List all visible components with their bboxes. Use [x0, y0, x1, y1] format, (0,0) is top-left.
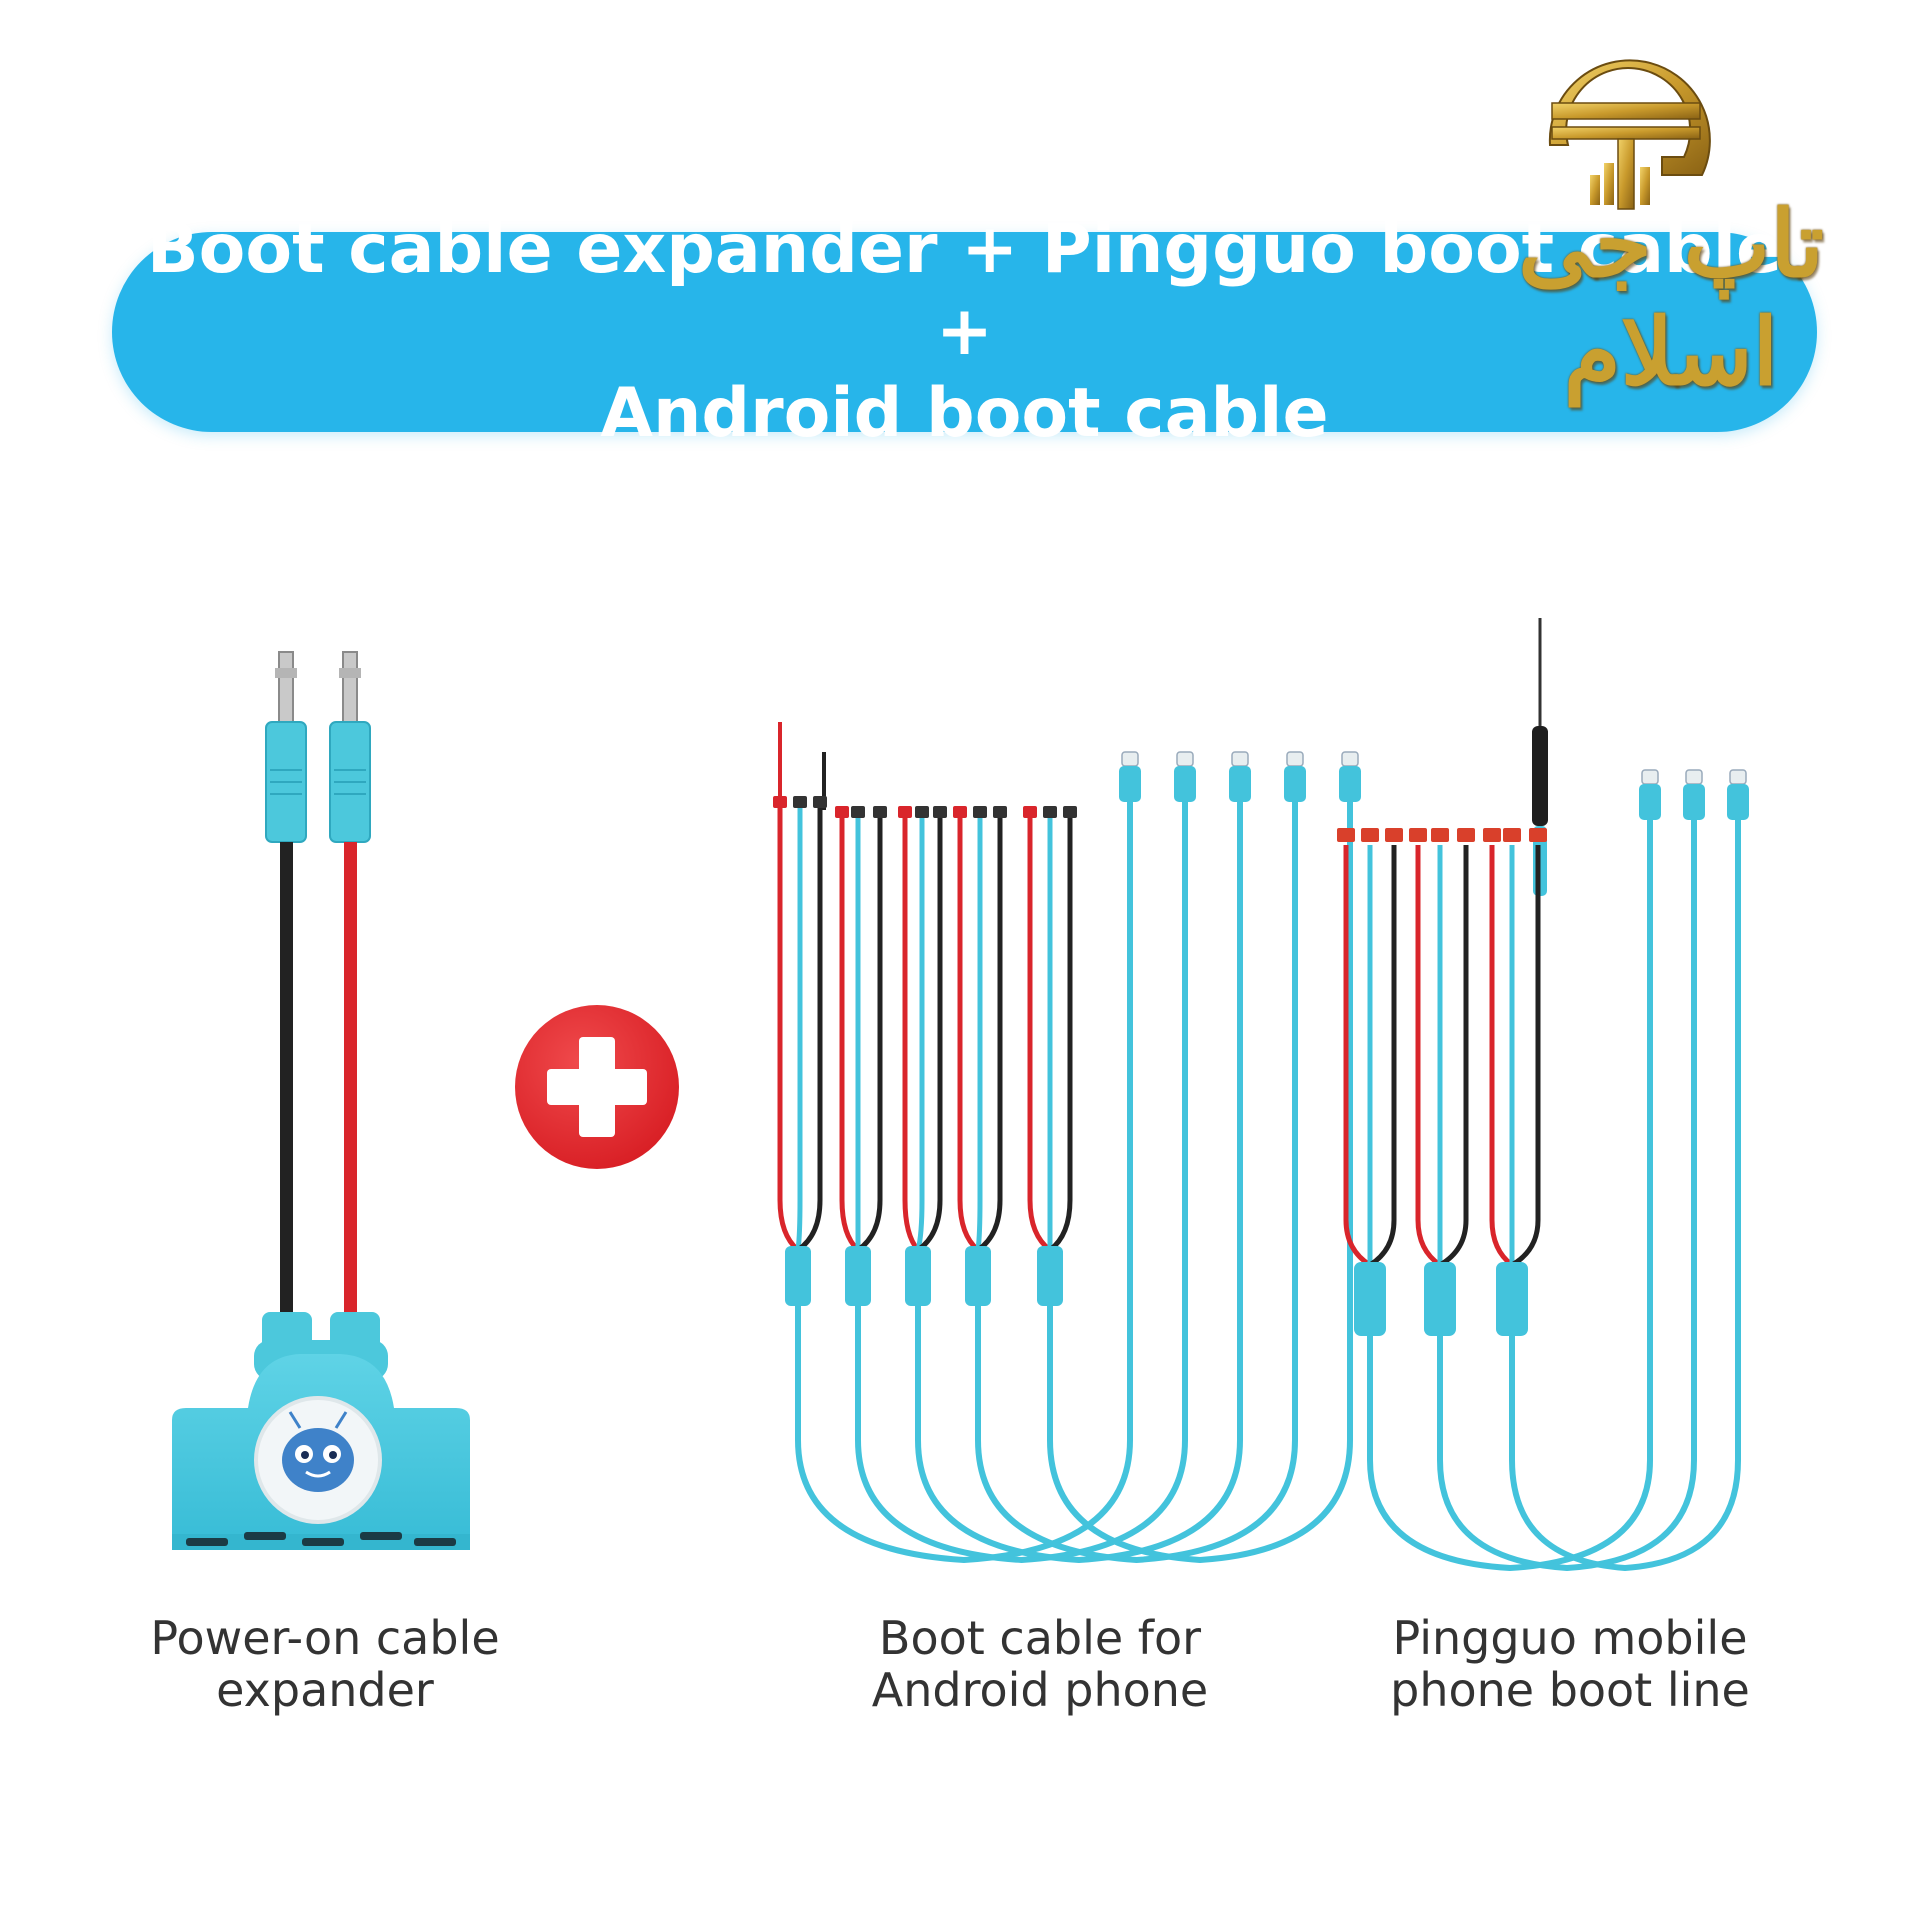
wire-clip — [813, 796, 827, 808]
usb-c-plug — [1174, 766, 1196, 802]
wire-clip — [953, 806, 967, 818]
usb-c-tip — [1231, 751, 1249, 767]
wire-clip — [898, 806, 912, 818]
wire-clip — [933, 806, 947, 818]
banana-plug-right — [329, 651, 371, 843]
main-cable — [975, 800, 1298, 1564]
main-cable — [795, 800, 1133, 1564]
android-boot-cable — [898, 751, 1251, 1564]
wire — [902, 810, 920, 1252]
wire-clip — [1409, 828, 1427, 842]
caption-pingguo-boot-line: Pingguo mobile phone boot line — [1390, 1611, 1750, 1717]
tg-monogram-logo — [1548, 59, 1711, 210]
caption-android-boot-cable: Boot cable for Android phone — [871, 1611, 1209, 1717]
plus-icon — [547, 1037, 647, 1137]
wire-clip — [1043, 806, 1057, 818]
wire-clip — [915, 806, 929, 818]
splitter — [1424, 1262, 1456, 1336]
wire — [1343, 845, 1372, 1268]
android-boot-cable — [1023, 751, 1361, 1564]
wire-clip — [1337, 828, 1355, 842]
usb-c-tip — [1286, 751, 1304, 767]
wire-clip — [973, 806, 987, 818]
android-boot-cable — [953, 751, 1306, 1564]
main-cable — [1047, 800, 1353, 1564]
splitter — [965, 1246, 991, 1306]
wire-clip — [1503, 828, 1521, 842]
usb-c-plug — [1727, 784, 1749, 820]
usb-c-plug — [1683, 784, 1705, 820]
wire-clip — [873, 806, 887, 818]
main-cable — [1367, 820, 1653, 1572]
wire — [1438, 845, 1469, 1268]
splitter — [905, 1246, 931, 1306]
usb-c-tip — [1341, 751, 1359, 767]
main-cable — [1509, 820, 1741, 1572]
probe-handle — [1532, 726, 1548, 826]
wire-clip — [1361, 828, 1379, 842]
caption-power-on-expander: Power-on cable expander — [150, 1611, 500, 1717]
main-cable — [1437, 820, 1697, 1572]
wire — [1048, 810, 1073, 1252]
wire — [777, 800, 800, 1252]
android-boot-cable — [835, 751, 1196, 1564]
watermark-text: تاپ جی اسلام — [1518, 190, 1824, 406]
usb-c-plug — [1229, 766, 1251, 802]
splitter — [785, 1246, 811, 1306]
splitter — [845, 1246, 871, 1306]
banner-line-1: Boot cable expander + Pingguo boot cable… — [146, 210, 1783, 371]
usb-c-plug — [1284, 766, 1306, 802]
plus-badge — [515, 1005, 679, 1169]
wire — [1368, 845, 1397, 1268]
wire — [1415, 845, 1442, 1268]
android-boot-cable-set — [773, 722, 1361, 1564]
wire-clip — [993, 806, 1007, 818]
wire-clip — [1457, 828, 1475, 842]
wire — [1027, 810, 1052, 1252]
wire — [957, 810, 980, 1252]
wire-clip — [1385, 828, 1403, 842]
usb-c-tip — [1729, 769, 1747, 785]
wire-clip — [851, 806, 865, 818]
wire — [975, 810, 983, 1251]
usb-c-tip — [1121, 751, 1139, 767]
wire-clip — [1023, 806, 1037, 818]
red-wire — [344, 842, 357, 1322]
pingguo-boot-cable-set — [1337, 618, 1749, 1572]
usb-c-tip — [1176, 751, 1194, 767]
banana-plug-left — [265, 651, 307, 843]
splitter — [1496, 1262, 1528, 1336]
pingguo-boot-cable — [1409, 769, 1705, 1572]
main-cable — [915, 800, 1243, 1564]
black-wire — [280, 842, 293, 1322]
wire — [1510, 845, 1541, 1268]
wire — [856, 810, 883, 1253]
wire-clip — [1529, 828, 1547, 842]
wire-clip — [793, 796, 807, 808]
main-cable — [855, 800, 1188, 1564]
usb-c-plug — [1339, 766, 1361, 802]
pingguo-boot-cable — [1337, 769, 1661, 1572]
wire — [1489, 845, 1514, 1267]
android-boot-cable — [773, 751, 1141, 1564]
usb-c-plug — [1639, 784, 1661, 820]
power-on-cable-expander — [172, 651, 470, 1550]
wire — [915, 810, 925, 1251]
title-banner: Boot cable expander + Pingguo boot cable… — [112, 210, 1817, 453]
wire-clip — [773, 796, 787, 808]
splitter — [1037, 1246, 1063, 1306]
wire-clip — [835, 806, 849, 818]
usb-c-tip — [1685, 769, 1703, 785]
wire-clip — [1063, 806, 1077, 818]
wire-clip — [1483, 828, 1501, 842]
splitter — [1354, 1262, 1386, 1336]
pingguo-boot-cable — [1483, 769, 1749, 1572]
usb-c-tip — [1641, 769, 1659, 785]
usb-c-plug — [1119, 766, 1141, 802]
wire — [795, 800, 803, 1251]
wire-clip — [1431, 828, 1449, 842]
banner-line-2: Android boot cable — [600, 374, 1329, 453]
